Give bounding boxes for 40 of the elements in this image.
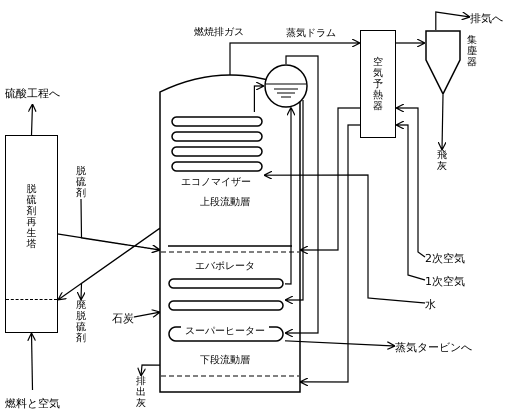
flow-label: 排出灰 xyxy=(136,376,146,409)
flow-label: 燃料と空気 xyxy=(5,397,60,410)
flow-arrow xyxy=(284,100,304,305)
flow-arrow xyxy=(299,124,360,387)
flow-arrow xyxy=(76,228,160,301)
flow-arrow xyxy=(229,38,361,75)
equipment-label: 蒸気ドラム xyxy=(286,28,336,39)
bed-label: 下段流動層 xyxy=(200,354,250,368)
flow-arrow xyxy=(28,103,37,136)
equipment-label: 空気予熱器 xyxy=(373,56,383,112)
flow-arrow xyxy=(285,106,296,285)
flow-arrow xyxy=(395,103,426,258)
flow-arrow xyxy=(284,55,319,338)
equipment-label: 脱硫剤再生塔 xyxy=(26,184,36,250)
flow-arrow xyxy=(435,11,471,30)
flow-label: 2次空気 xyxy=(425,252,465,265)
flow-arrow xyxy=(396,38,426,48)
flow-arrow xyxy=(438,94,447,151)
air-preheater xyxy=(360,30,396,138)
flow-label: 硫酸工程へ xyxy=(5,87,60,100)
flow-label: 水 xyxy=(425,298,436,311)
flow-arrow xyxy=(395,120,426,281)
flow-arrow xyxy=(134,309,161,318)
flow-arrow xyxy=(263,170,426,304)
bed-label: 上段流動層 xyxy=(200,196,250,210)
flow-label: 1次空気 xyxy=(425,275,465,288)
regenerator-tower xyxy=(5,135,58,333)
flow-label: 脱硫剤 xyxy=(76,166,86,199)
flow-label: 飛灰 xyxy=(437,150,447,172)
flow-label: 蒸気タービンへ xyxy=(395,341,472,354)
flow-arrow xyxy=(254,81,265,112)
flow-arrow xyxy=(80,199,161,254)
flow-label: 廃脱硫剤 xyxy=(76,300,86,344)
flow-label: 排気へ xyxy=(470,12,503,25)
flow-arrow xyxy=(27,332,36,390)
flow-arrow xyxy=(284,340,396,350)
flow-label: 石炭 xyxy=(112,312,134,325)
equipment-label: 集塵器 xyxy=(467,35,477,68)
flow-arrow xyxy=(299,107,360,255)
flow-arrow xyxy=(137,364,160,377)
